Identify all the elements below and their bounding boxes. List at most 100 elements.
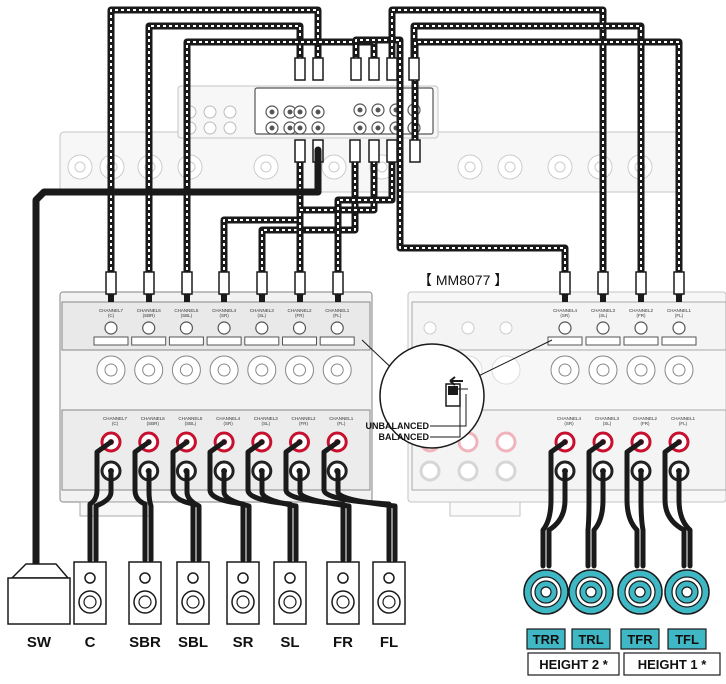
height-group-label: HEIGHT 2 * <box>539 657 609 672</box>
preout-rca-jack-core <box>375 107 381 113</box>
rca-plug-tip <box>259 294 265 302</box>
height-speaker: TRR <box>523 569 569 650</box>
receiver-back-panel <box>59 85 681 193</box>
speaker: SBL <box>176 561 210 651</box>
tweeter-icon <box>237 572 249 584</box>
rca-cables <box>105 6 685 302</box>
receiver-xlr-jack-inner <box>260 161 272 173</box>
xlr-input-jack <box>322 355 352 385</box>
inactive-terminal-red <box>495 431 517 453</box>
rca-plug-tip <box>562 294 568 302</box>
tweeter-icon <box>84 572 96 584</box>
channel-output-sub-label: (SL) <box>262 421 271 426</box>
xlr-input-jack <box>285 355 314 385</box>
channel-output-label: CHANNEL1 <box>671 416 696 421</box>
speaker-cable-return <box>259 468 299 563</box>
receiver-rca-jack <box>223 121 237 135</box>
input-selector-box <box>547 336 583 346</box>
channel-input-sub-label: (FL) <box>333 313 342 318</box>
tweeter-icon <box>284 572 296 584</box>
speaker: SL <box>273 561 307 651</box>
channel-output-label: CHANNEL2 <box>291 416 316 421</box>
woofer-icon <box>278 590 302 614</box>
rca-input-jack <box>255 321 269 335</box>
height-speaker-label: TRR <box>533 632 560 647</box>
rca-cable-core <box>110 9 319 294</box>
woofer-icon <box>231 590 255 614</box>
receiver-xlr-jack-inner <box>504 161 516 173</box>
receiver-xlr-jack-inner <box>74 161 86 173</box>
height-group: HEIGHT 2 * <box>527 652 620 676</box>
xlr-input-jack-inner <box>217 363 231 377</box>
rca-plug <box>635 271 647 295</box>
rca-cable-core <box>261 150 356 294</box>
receiver-xlr-jack <box>321 154 347 180</box>
inactive-terminal-black <box>419 460 441 482</box>
rca-cable-core <box>414 41 680 294</box>
preout-block <box>254 87 434 135</box>
rca-cable-core <box>355 39 566 294</box>
tweeter-icon <box>187 572 199 584</box>
selector-switch-knob <box>448 386 458 395</box>
channel-input-sub-label: (SL) <box>599 313 608 318</box>
tweeter-icon <box>337 572 349 584</box>
preout-rca-jack-core <box>297 125 303 131</box>
speaker-cable <box>132 439 152 563</box>
channel-output-sub-label: (FL) <box>679 421 688 426</box>
channel-input-sub-label: (C) <box>108 313 115 318</box>
inactive-rca-jack <box>461 321 475 335</box>
rca-cable-core <box>337 150 393 294</box>
input-selector-box <box>585 336 621 346</box>
channel-output-sub-label: (FR) <box>641 421 650 426</box>
speaker-tag-box <box>526 628 566 650</box>
speaker-label: FL <box>380 634 398 651</box>
rca-input-jack <box>142 321 156 335</box>
rca-input-jack <box>634 321 648 335</box>
ceiling-speaker-center <box>634 586 646 598</box>
rca-plug <box>256 271 268 295</box>
channel-input-label: CHANNEL4 <box>553 308 578 313</box>
preout-plug-top <box>368 57 380 81</box>
height-speaker-cable-return <box>546 468 568 569</box>
xlr-input-jack <box>96 355 126 385</box>
xlr-input-jack-inner <box>104 363 118 377</box>
preout-rca-jack-core <box>269 125 275 131</box>
rca-plug <box>597 271 609 295</box>
height-speaker-cable <box>585 439 606 569</box>
height-speaker: TRL <box>568 569 614 650</box>
speaker: FL <box>372 561 406 651</box>
rca-plug-tip <box>108 294 114 302</box>
receiver-xlr-jack <box>67 154 93 180</box>
unbalanced-leader <box>430 394 467 427</box>
rca-plug-tip <box>676 294 682 302</box>
rca-plug <box>673 271 685 295</box>
receiver-xlr-jack-inner <box>464 161 476 173</box>
height-speaker-cable-return <box>591 468 606 569</box>
channel-output-sub-label: (FL) <box>337 421 346 426</box>
rca-cable-core <box>186 41 375 294</box>
channel-input-sub-label: (FR) <box>637 313 646 318</box>
receiver-xlr-jack <box>547 154 573 180</box>
amp-channel: CHANNEL2(FR)CHANNEL2(FR) <box>623 308 659 482</box>
rca-input-jack <box>217 321 231 335</box>
preout-plug-bottom <box>294 139 306 163</box>
channel-input-label: CHANNEL6 <box>137 308 162 313</box>
channel-output-label: CHANNEL3 <box>254 416 279 421</box>
subwoofer-cable <box>32 146 322 570</box>
xlr-input-jack <box>550 355 580 385</box>
speaker: SR <box>226 561 260 651</box>
amp-channel: CHANNEL5(SBL)CHANNEL5(SBL) <box>168 308 204 482</box>
xlr-input-jack <box>588 355 618 385</box>
xlr-input-jack-inner <box>558 363 572 377</box>
tweeter-icon <box>383 572 395 584</box>
woofer-icon <box>377 590 401 614</box>
xlr-input-jack-inner <box>179 363 193 377</box>
woofer-icon <box>78 590 102 614</box>
channel-input-sub-label: (SBR) <box>143 313 156 318</box>
woofer-cone <box>83 595 97 609</box>
rca-plug-tip <box>600 294 606 302</box>
speaker: C <box>73 561 107 651</box>
preout-rca-jack-core <box>357 125 363 131</box>
channel-output-label: CHANNEL2 <box>633 416 658 421</box>
